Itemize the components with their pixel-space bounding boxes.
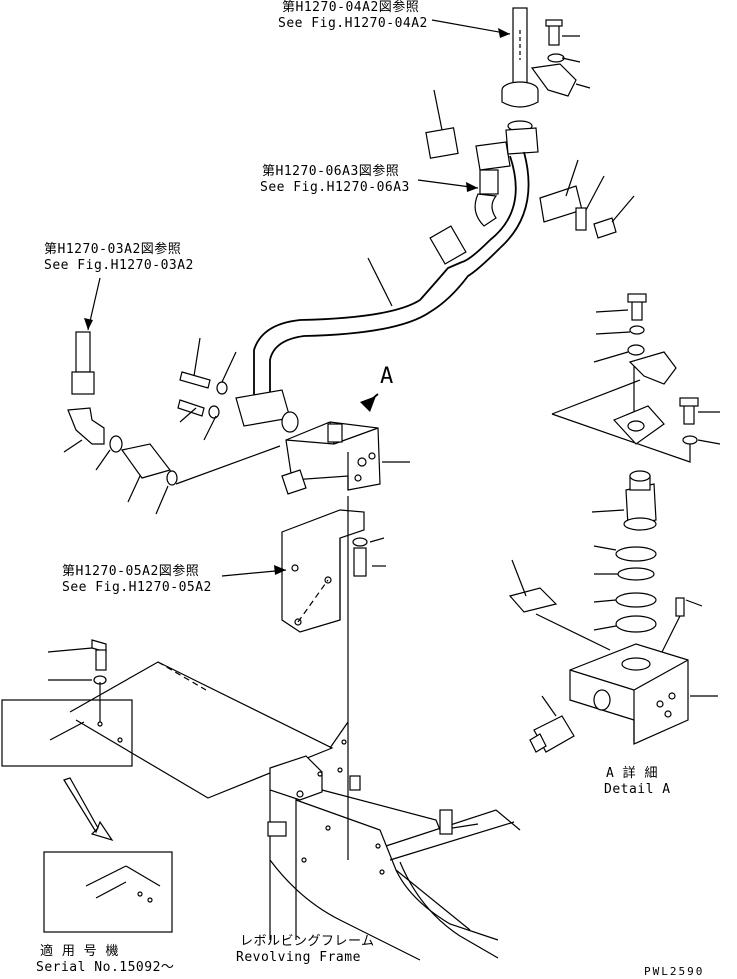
leader-r1 <box>431 19 511 35</box>
serial-inset <box>43 851 173 933</box>
hydraulic-hose <box>253 225 501 398</box>
view-marker-a: A <box>380 364 394 389</box>
ref-3-en: See Fig.H1270-03A2 <box>44 258 194 273</box>
serial-en: Serial No.15092～ <box>36 960 175 975</box>
frame-ja: レボルビングフレーム <box>240 934 375 949</box>
ref-4-ja: 第H1270-05A2図参照 <box>62 564 200 579</box>
arrow-r4 <box>274 565 286 575</box>
valve-block <box>281 421 410 495</box>
upper-fittings <box>425 89 635 249</box>
ref-3-ja: 第H1270-03A2図参照 <box>44 242 182 257</box>
arrow-r2 <box>466 182 478 192</box>
upper-clamp <box>530 19 591 97</box>
upper-rod <box>501 7 539 132</box>
detail-a-parts <box>508 293 721 753</box>
ref-2-en: See Fig.H1270-06A3 <box>260 180 410 195</box>
arrow-r1 <box>498 28 510 38</box>
frame-en: Revolving Frame <box>236 950 361 965</box>
drawing-code: PWL2590 <box>644 965 705 978</box>
ref-1-ja: 第H1270-04A2図参照 <box>282 0 420 15</box>
revolving-frame <box>267 739 521 961</box>
left-fittings <box>63 277 281 515</box>
detail-a-en: Detail A <box>604 782 671 797</box>
ref-2-ja: 第H1270-06A3図参照 <box>262 164 400 179</box>
ref-4-en: See Fig.H1270-05A2 <box>62 580 212 595</box>
mounting-bracket <box>281 496 386 860</box>
serial-ja: 適 用 号 機 <box>40 944 119 959</box>
detail-a-ja: A 詳 細 <box>606 766 658 781</box>
view-arrow-a-shaft <box>365 393 379 405</box>
reference-arrow <box>63 777 114 842</box>
valve-bolts <box>177 337 299 441</box>
ref-1-en: See Fig.H1270-04A2 <box>278 16 428 31</box>
cover-plate <box>1 639 349 799</box>
